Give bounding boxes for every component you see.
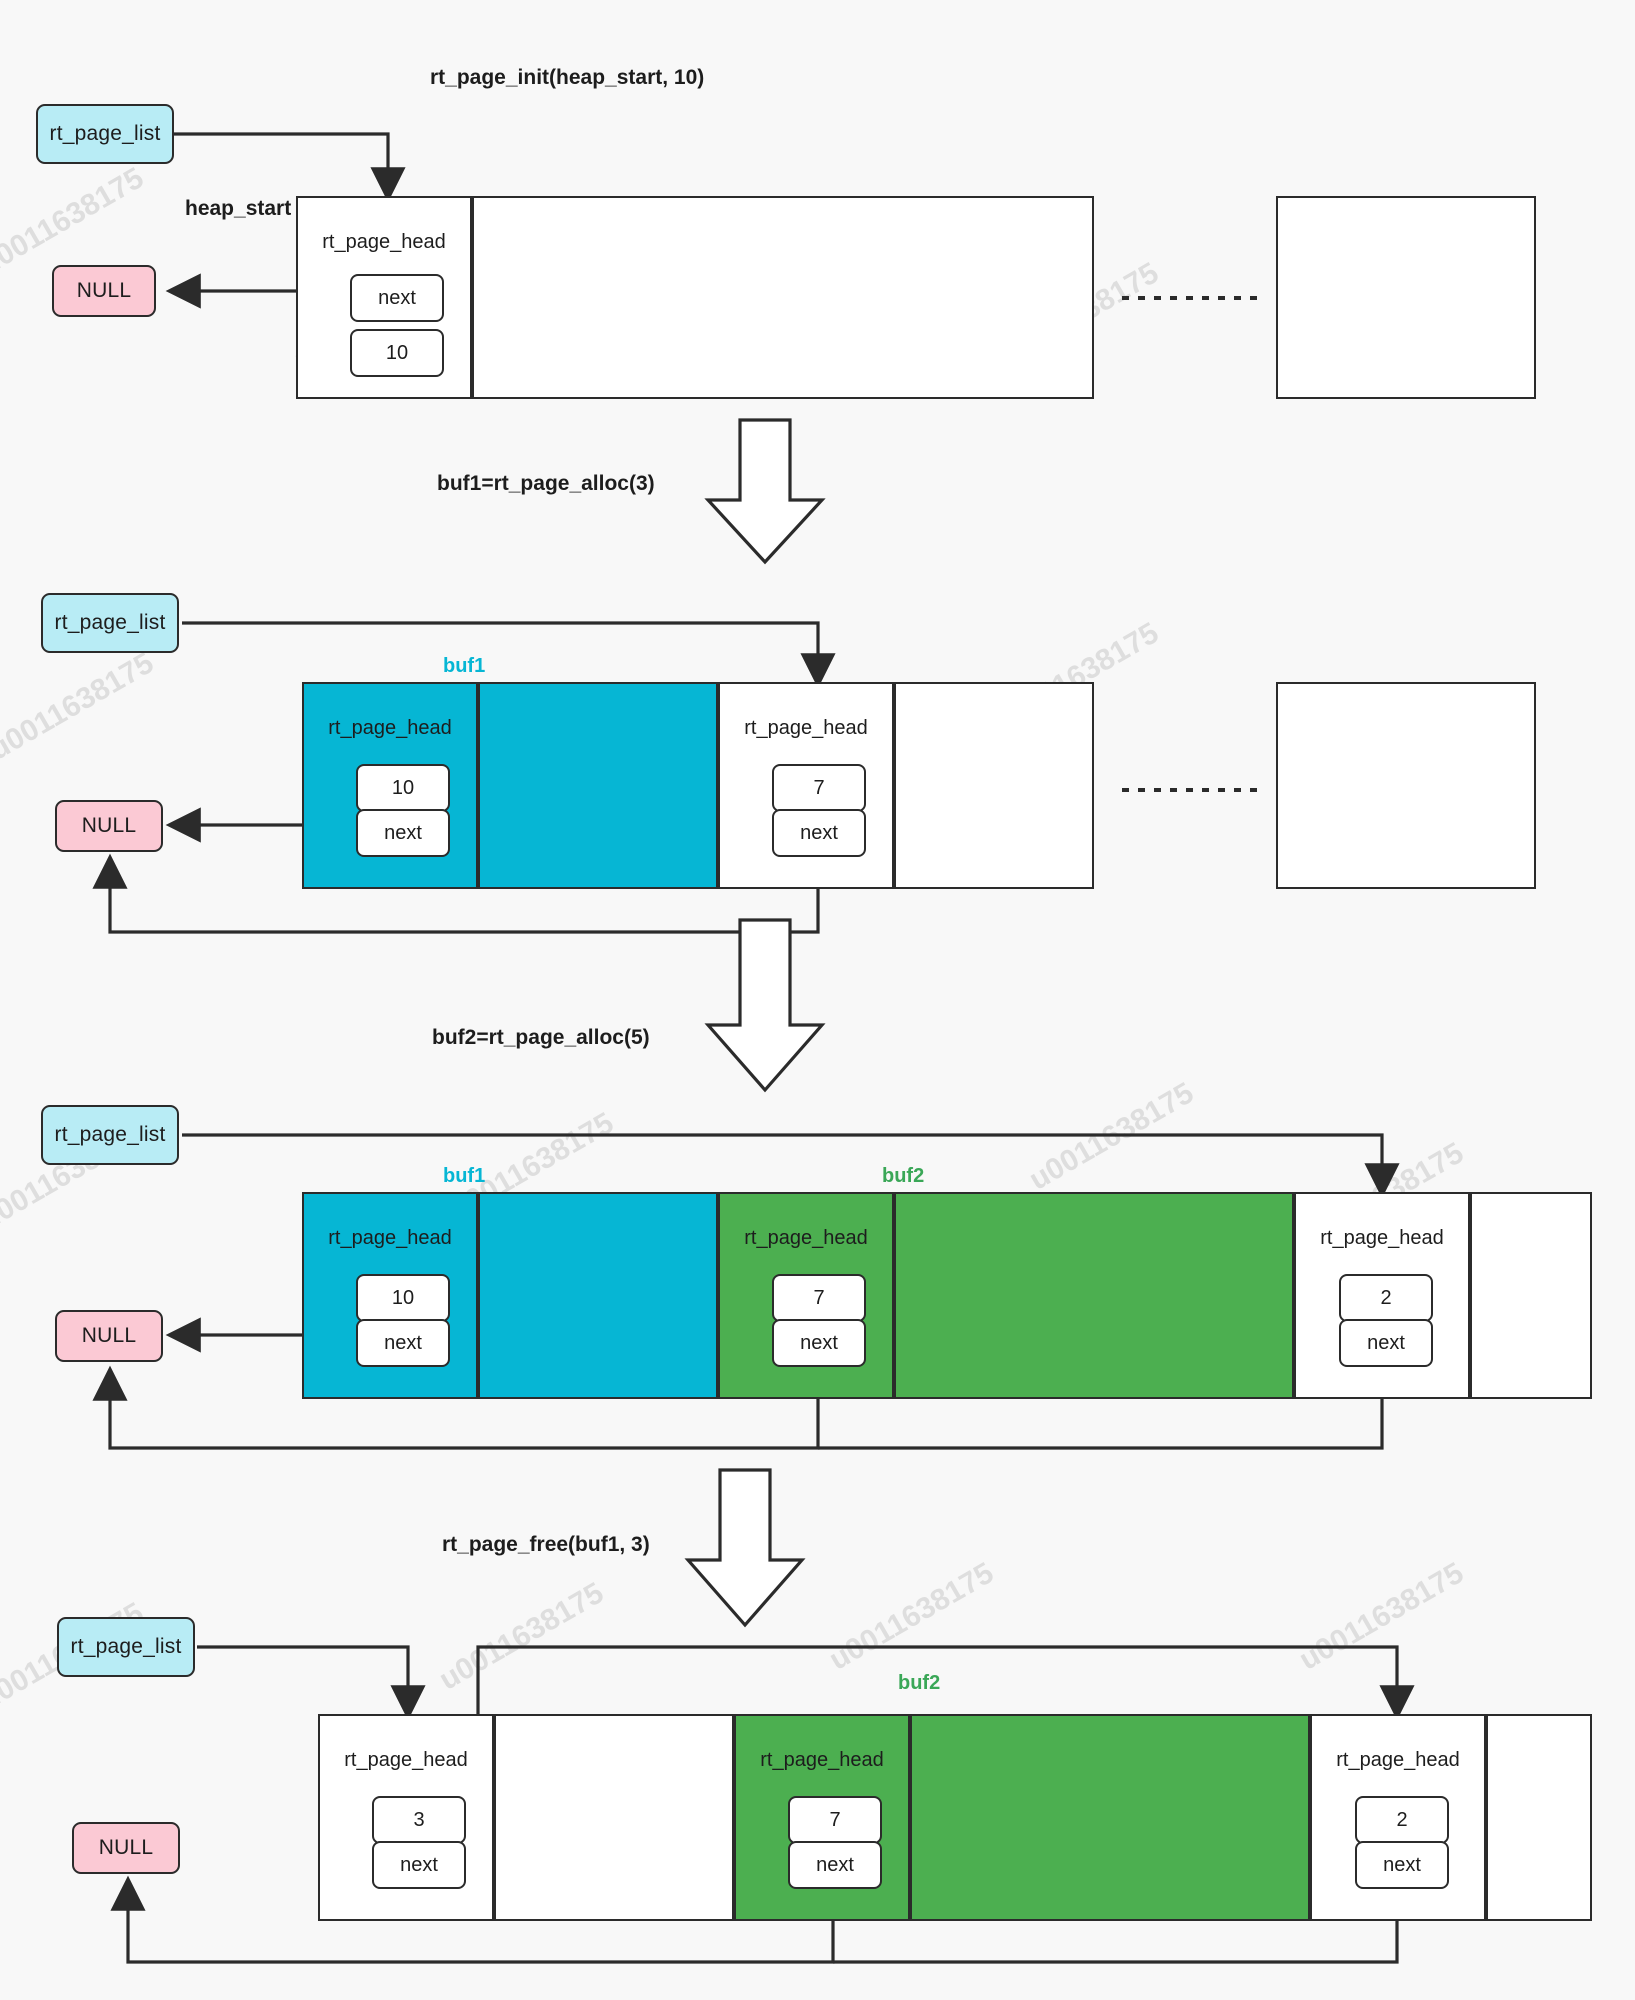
- buf2-body-cell-4: [910, 1714, 1310, 1921]
- null-box-3: NULL: [55, 1310, 163, 1362]
- size-field: 10: [356, 764, 450, 812]
- caption-step-2: buf1=rt_page_alloc(3): [437, 472, 655, 495]
- tail-body-cell-4: [1486, 1714, 1592, 1921]
- free-head-cell-4: rt_page_head 3 next: [318, 1714, 494, 1921]
- rt-page-list-box-4[interactable]: rt_page_list: [57, 1617, 195, 1677]
- size-field: 10: [356, 1274, 450, 1322]
- buf2-head-cell-3: rt_page_head 7 next: [718, 1192, 894, 1399]
- next-field: next: [788, 1841, 882, 1889]
- null-box-4: NULL: [72, 1822, 180, 1874]
- size-field: 7: [788, 1796, 882, 1844]
- next-field: next: [772, 1319, 866, 1367]
- size-field: 10: [350, 329, 444, 377]
- buf2-head-cell-4: rt_page_head 7 next: [734, 1714, 910, 1921]
- flow-arrow-1: [704, 418, 826, 565]
- flow-arrow-3: [684, 1468, 806, 1628]
- next-field: next: [1355, 1841, 1449, 1889]
- buf1-body-cell-3: [478, 1192, 718, 1399]
- null-box-2: NULL: [55, 800, 163, 852]
- rt-page-head-label: rt_page_head: [1336, 1749, 1460, 1771]
- watermark: u0011638175: [823, 1556, 1000, 1677]
- buf2-label-3: buf2: [882, 1165, 925, 1187]
- watermark: u0011638175: [1293, 1556, 1470, 1677]
- tail-region-cell-2: [1276, 682, 1536, 889]
- buf1-head-cell-2: rt_page_head 10 next: [302, 682, 478, 889]
- null-box-1: NULL: [52, 265, 156, 317]
- tail-head-cell-4: rt_page_head 2 next: [1310, 1714, 1486, 1921]
- rt-page-list-box-3[interactable]: rt_page_list: [41, 1105, 179, 1165]
- flow-arrow-2: [704, 918, 826, 1093]
- size-field: 7: [772, 1274, 866, 1322]
- rt-page-head-label: rt_page_head: [322, 231, 446, 253]
- size-field: 2: [1355, 1796, 1449, 1844]
- buf2-label-4: buf2: [898, 1672, 941, 1694]
- buf1-body-cell-2: [478, 682, 718, 889]
- link-list-to-head-4: [197, 1645, 426, 1721]
- size-field: 7: [772, 764, 866, 812]
- watermark: u0011638175: [0, 646, 160, 767]
- rt-page-head-label: rt_page_head: [328, 1227, 452, 1249]
- buf1-label-2: buf1: [443, 655, 486, 677]
- link-list-to-head-2: [182, 621, 836, 689]
- rt-page-list-box-1[interactable]: rt_page_list: [36, 104, 174, 164]
- free-body-cell-3: [1470, 1192, 1592, 1399]
- next-field: next: [356, 809, 450, 857]
- rt-page-head-label: rt_page_head: [328, 717, 452, 739]
- free-head-cell-3: rt_page_head 2 next: [1294, 1192, 1470, 1399]
- free-head-cell-2: rt_page_head 7 next: [718, 682, 894, 889]
- size-field: 2: [1339, 1274, 1433, 1322]
- buf1-label-3: buf1: [443, 1165, 486, 1187]
- link-list-to-head-3: [182, 1133, 1400, 1199]
- buf1-head-cell-3: rt_page_head 10 next: [302, 1192, 478, 1399]
- tail-region-cell-1: [1276, 196, 1536, 399]
- page-head-cell-1a: rt_page_head next 10: [296, 196, 472, 399]
- rt-page-head-label: rt_page_head: [1320, 1227, 1444, 1249]
- rt-page-list-box-2[interactable]: rt_page_list: [41, 593, 179, 653]
- free-body-cell-2: [894, 682, 1094, 889]
- next-field: next: [356, 1319, 450, 1367]
- free-body-cell-4: [494, 1714, 734, 1921]
- buf2-body-cell-3: [894, 1192, 1294, 1399]
- caption-step-1: rt_page_init(heap_start, 10): [430, 66, 705, 89]
- caption-step-3: buf2=rt_page_alloc(5): [432, 1026, 650, 1049]
- rt-page-head-label: rt_page_head: [344, 1749, 468, 1771]
- rt-page-head-label: rt_page_head: [744, 717, 868, 739]
- next-field: next: [372, 1841, 466, 1889]
- rt-page-head-label: rt_page_head: [760, 1749, 884, 1771]
- watermark: u0011638175: [433, 1576, 610, 1697]
- heap-start-label: heap_start: [185, 197, 292, 220]
- caption-step-4: rt_page_free(buf1, 3): [442, 1533, 650, 1556]
- next-field: next: [1339, 1319, 1433, 1367]
- next-field: next: [772, 809, 866, 857]
- next-field: next: [350, 274, 444, 322]
- free-region-cell-1: [472, 196, 1094, 399]
- size-field: 3: [372, 1796, 466, 1844]
- watermark: u0011638175: [1023, 1076, 1200, 1197]
- rt-page-head-label: rt_page_head: [744, 1227, 868, 1249]
